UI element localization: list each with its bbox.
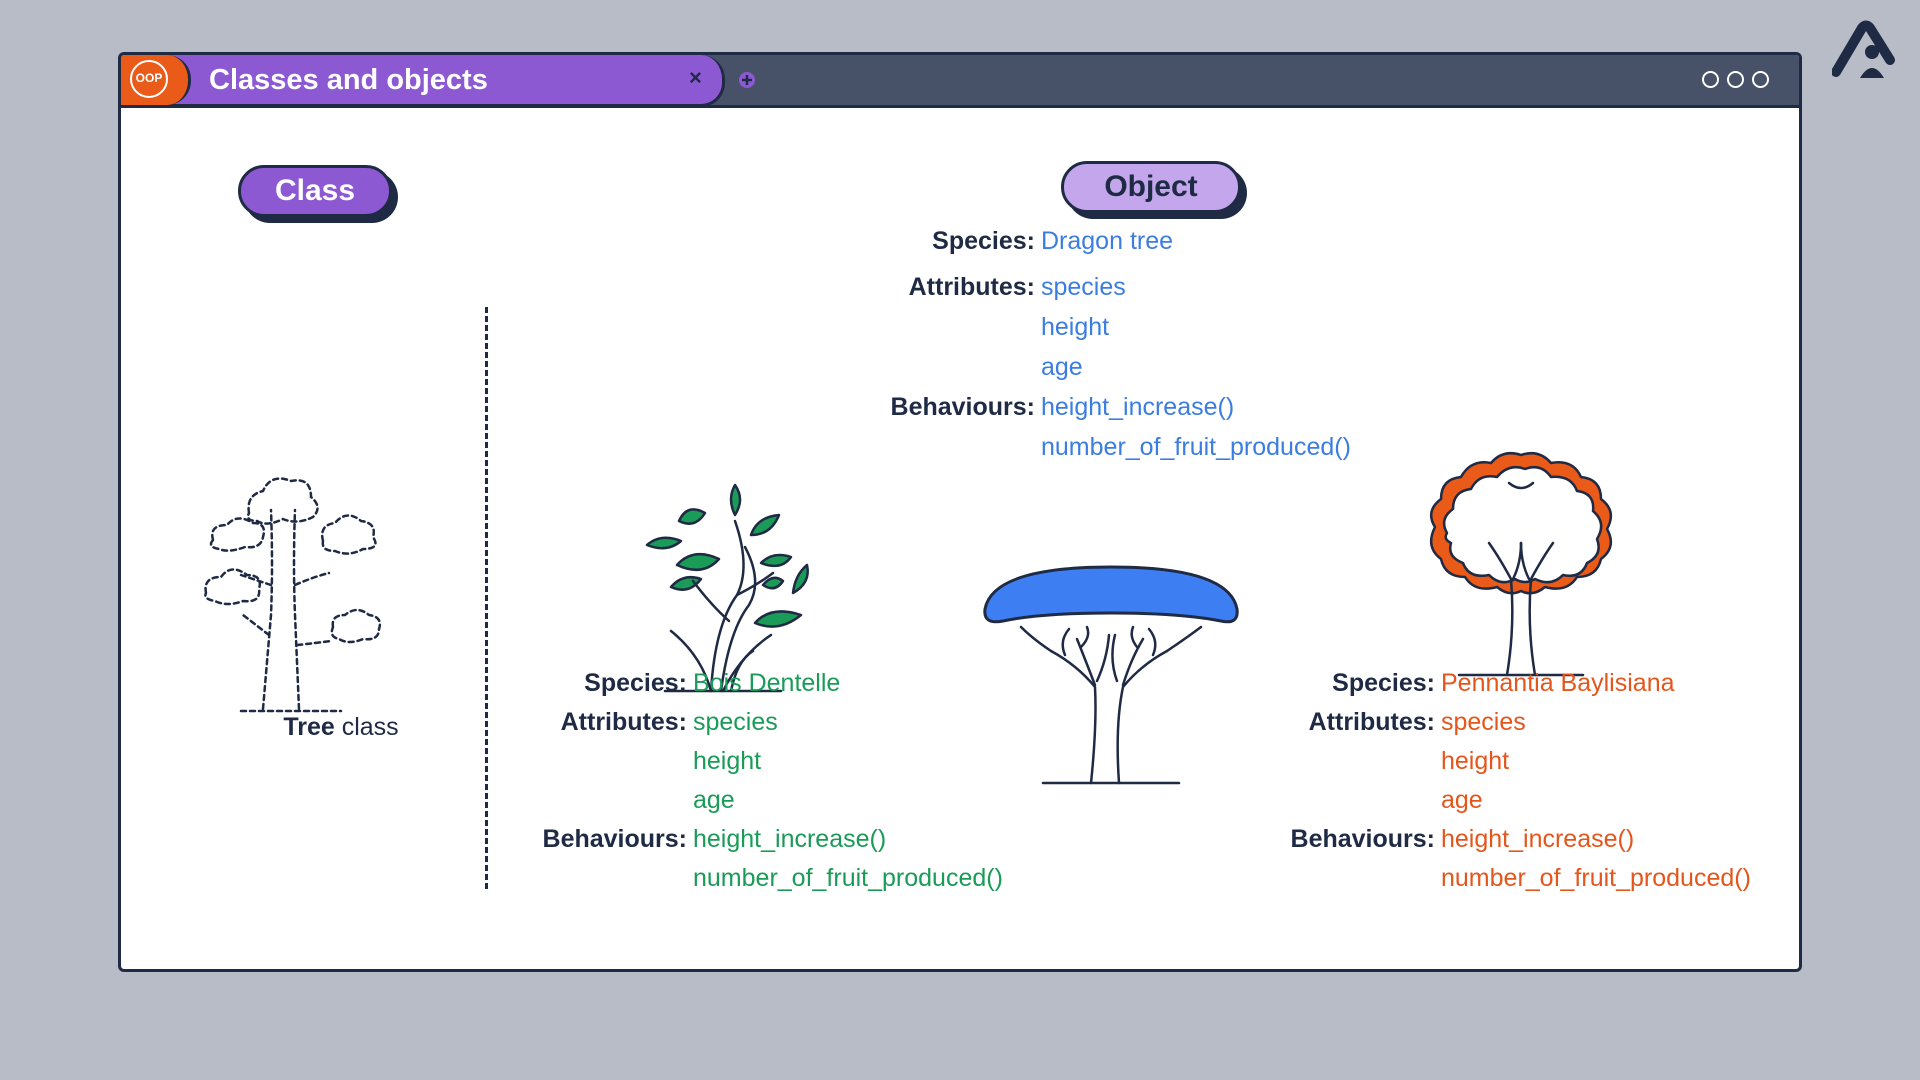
- dragon-attribute-age: age: [1041, 353, 1083, 381]
- bois-attributes-label: Attributes:: [560, 708, 687, 736]
- plus-icon[interactable]: [737, 70, 757, 90]
- bois-behaviours-label: Behaviours:: [542, 825, 687, 853]
- bois-attribute-age: age: [693, 786, 735, 814]
- bois-behaviour-height-increase: height_increase(): [693, 825, 887, 853]
- pennantia-attributes-label: Attributes:: [1308, 708, 1435, 736]
- dragon-attribute-species: species: [1041, 273, 1126, 301]
- pennantia-attribute-age: age: [1441, 786, 1483, 814]
- pennantia-attribute-height: height: [1441, 747, 1510, 775]
- tree-class-label: Tree class: [251, 713, 431, 742]
- dragon-behaviour-height-increase: height_increase(): [1041, 393, 1235, 421]
- oop-badge: OOP: [121, 55, 191, 105]
- tree-class-label-bold: Tree: [283, 713, 335, 741]
- class-pill: Class: [238, 165, 392, 217]
- bois-species-label: Species:: [584, 669, 687, 697]
- dragon-attributes-label: Attributes:: [908, 273, 1035, 301]
- window-controls: [1702, 71, 1769, 88]
- window-dot-icon[interactable]: [1702, 71, 1719, 88]
- pennantia-attribute-species: species: [1441, 708, 1526, 736]
- dragon-species-value: Dragon tree: [1041, 227, 1174, 255]
- bois-attribute-height: height: [693, 747, 762, 775]
- bois-species-value: Bois Dentelle: [693, 669, 841, 697]
- pennantia-species-label: Species:: [1332, 669, 1435, 697]
- browser-window: OOP Classes and objects × Class Object: [118, 52, 1802, 972]
- bois-behaviour-fruit: number_of_fruit_produced(): [693, 864, 1003, 892]
- dashed-divider: [485, 307, 488, 889]
- pennantia-behaviour-fruit: number_of_fruit_produced(): [1441, 864, 1751, 892]
- dragon-tree-icon: [983, 565, 1239, 785]
- pennantia-species-value: Pennantia Baylisiana: [1441, 669, 1675, 697]
- tab-title: Classes and objects: [209, 64, 488, 96]
- pennantia-tree-icon: [1429, 452, 1613, 677]
- dragon-attribute-height: height: [1041, 313, 1110, 341]
- object-pill: Object: [1061, 161, 1241, 213]
- dragon-behaviour-fruit: number_of_fruit_produced(): [1041, 433, 1351, 461]
- dragon-behaviours-label: Behaviours:: [890, 393, 1035, 421]
- close-icon[interactable]: ×: [689, 65, 702, 90]
- window-dot-icon[interactable]: [1752, 71, 1769, 88]
- tab-classes-and-objects[interactable]: OOP Classes and objects ×: [121, 55, 725, 107]
- bois-attribute-species: species: [693, 708, 778, 736]
- leafy-plant-icon: [645, 483, 809, 693]
- oop-badge-icon: OOP: [130, 60, 168, 98]
- window-titlebar: OOP Classes and objects ×: [121, 55, 1799, 108]
- brand-logo-icon: [1832, 20, 1895, 78]
- pennantia-behaviours-label: Behaviours:: [1290, 825, 1435, 853]
- dashed-tree-icon: [204, 477, 382, 713]
- tree-class-label-rest: class: [334, 713, 399, 741]
- dragon-species-label: Species:: [932, 227, 1035, 255]
- pennantia-behaviour-height-increase: height_increase(): [1441, 825, 1635, 853]
- window-dot-icon[interactable]: [1727, 71, 1744, 88]
